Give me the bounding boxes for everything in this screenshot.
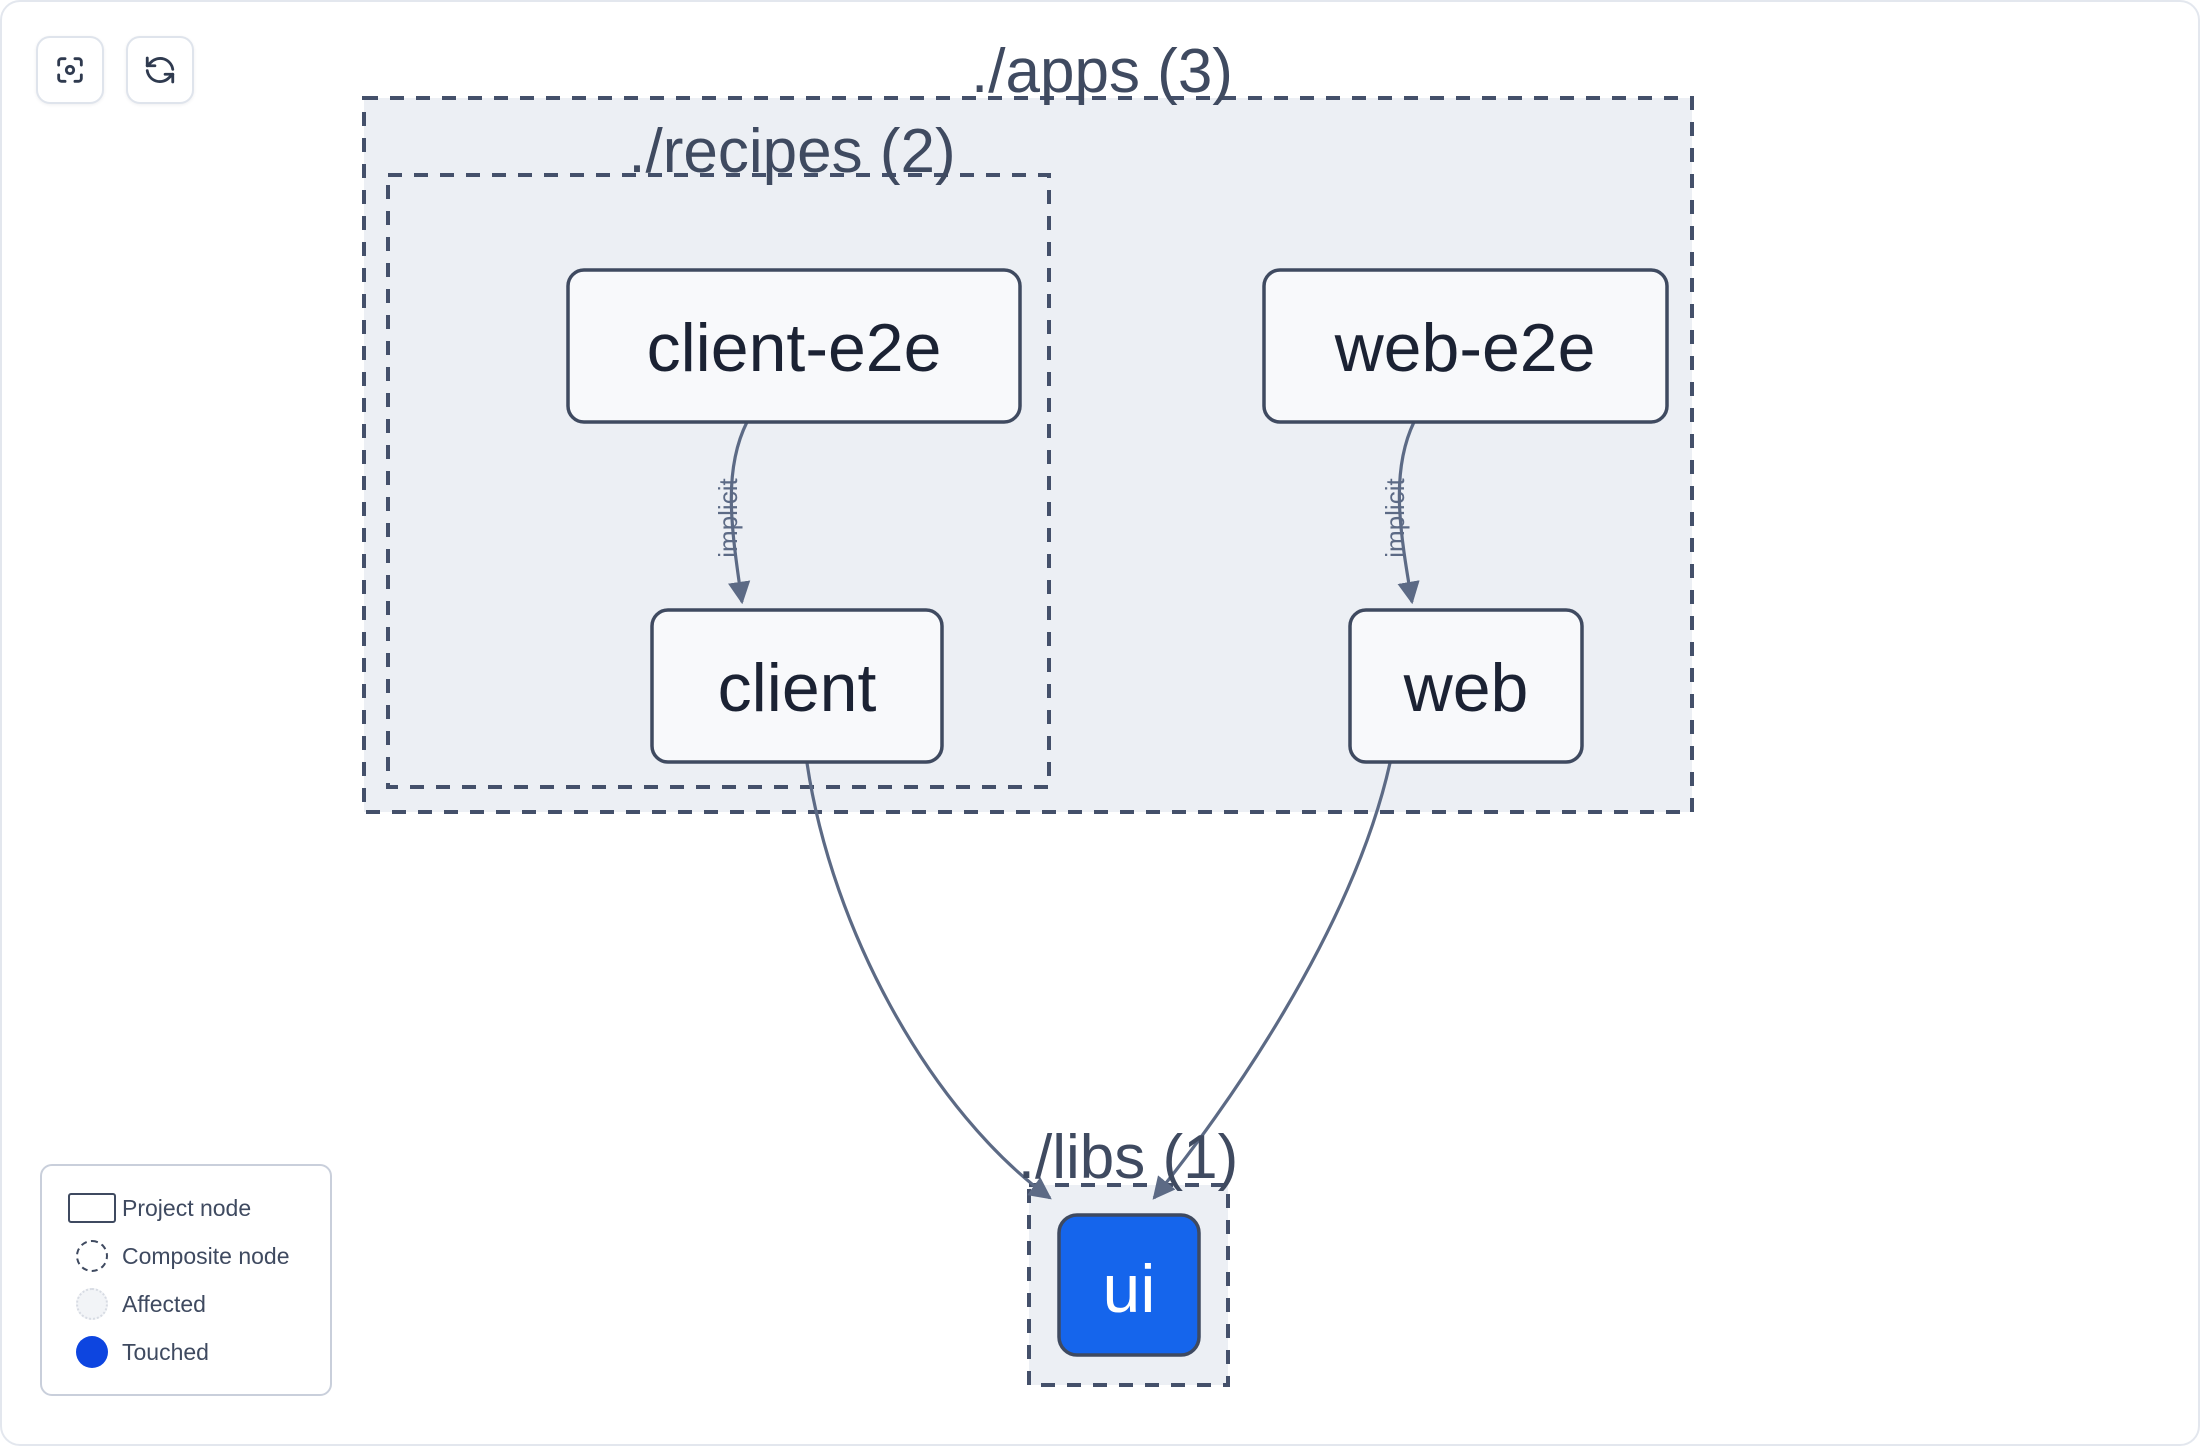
- node-ui-rect[interactable]: [1057, 1213, 1201, 1357]
- edge-web-e2e-to-web[interactable]: [1397, 421, 1420, 605]
- graph-legend: Project node Composite node Affected Tou…: [40, 1164, 332, 1396]
- dashed-circle-icon: [76, 1240, 108, 1272]
- legend-item-composite-node: Composite node: [62, 1232, 310, 1280]
- edge-client-to-ui[interactable]: [805, 762, 1052, 1200]
- legend-item-affected: Affected: [62, 1280, 310, 1328]
- composite-node-swatch: [62, 1240, 122, 1272]
- node-web-e2e[interactable]: web-e2e: [1262, 268, 1669, 424]
- group-recipes-label: ./recipes (2): [628, 117, 955, 186]
- edge-label-text: implicit: [1380, 478, 1410, 558]
- rectangle-icon: [68, 1193, 116, 1223]
- node-client-e2e[interactable]: client-e2e: [566, 268, 1022, 424]
- group-libs-label: ./libs (1): [1018, 1123, 1238, 1192]
- refresh-graph-button[interactable]: [126, 36, 194, 104]
- legend-label: Composite node: [122, 1242, 290, 1269]
- node-client-e2e-rect[interactable]: [566, 268, 1022, 424]
- legend-item-project-node: Project node: [62, 1184, 310, 1232]
- edge-label-text: implicit: [713, 478, 743, 558]
- group-apps-label: ./apps (3): [971, 37, 1233, 106]
- node-client-rect[interactable]: [650, 608, 944, 764]
- focus-icon: [53, 53, 87, 87]
- project-node-swatch: [62, 1193, 122, 1223]
- node-web-label: web: [1403, 650, 1529, 726]
- node-client-e2e-label: client-e2e: [647, 310, 942, 386]
- edge-label-web-e2e-to-web: implicit: [1380, 478, 1410, 558]
- edge-web-to-ui[interactable]: [1152, 762, 1392, 1200]
- node-ui[interactable]: ui: [1057, 1213, 1201, 1357]
- dotted-circle-icon: [76, 1288, 108, 1320]
- edge-client-e2e-to-client[interactable]: [728, 421, 751, 605]
- node-ui-label: ui: [1103, 1251, 1156, 1327]
- filled-circle-icon: [76, 1336, 108, 1368]
- legend-label: Project node: [122, 1194, 252, 1221]
- graph-toolbar: [36, 36, 194, 104]
- node-client-label: client: [718, 650, 877, 726]
- focus-graph-button[interactable]: [36, 36, 104, 104]
- edge-label-client-e2e-to-client: implicit: [713, 478, 743, 558]
- touched-swatch: [62, 1336, 122, 1368]
- legend-label: Affected: [122, 1290, 206, 1317]
- node-client[interactable]: client: [650, 608, 944, 764]
- node-web-rect[interactable]: [1348, 608, 1584, 764]
- node-web-e2e-rect[interactable]: [1262, 268, 1669, 424]
- legend-item-touched: Touched: [62, 1328, 310, 1376]
- refresh-icon: [143, 53, 177, 87]
- affected-swatch: [62, 1288, 122, 1320]
- legend-label: Touched: [122, 1338, 209, 1365]
- node-web[interactable]: web: [1348, 608, 1584, 764]
- node-web-e2e-label: web-e2e: [1334, 310, 1596, 386]
